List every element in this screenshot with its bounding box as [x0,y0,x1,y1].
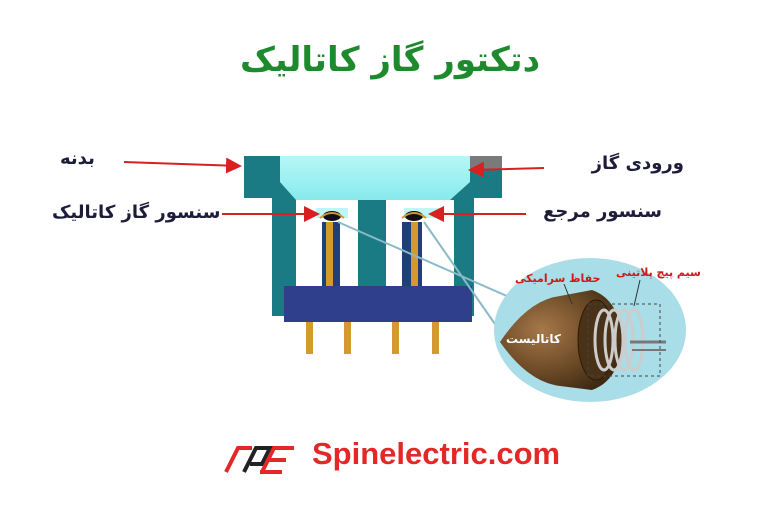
label-catalyst: کاتالیست [506,332,561,346]
pins [306,322,439,354]
label-platinum-coil: سیم پیچ پلاتینی [616,266,701,279]
label-arrows [123,157,545,222]
label-catalytic-sensor: سنسور گاز کاتالیک [52,202,221,223]
label-ceramic-shield: حفاظ سرامیکی [515,272,601,285]
sensor-beads [319,211,427,221]
catalyst-bead-detail [500,279,666,390]
base-plate [284,286,472,322]
brand-logo [224,446,294,474]
label-body: بدنه [60,148,95,169]
brand-site-text: Spinelectric.com [312,436,561,471]
label-reference-sensor: سنسور مرجع [543,201,662,222]
label-gas-inlet: ورودی گاز [591,153,684,174]
page-title: دتکتور گاز کاتالیک [239,40,541,80]
